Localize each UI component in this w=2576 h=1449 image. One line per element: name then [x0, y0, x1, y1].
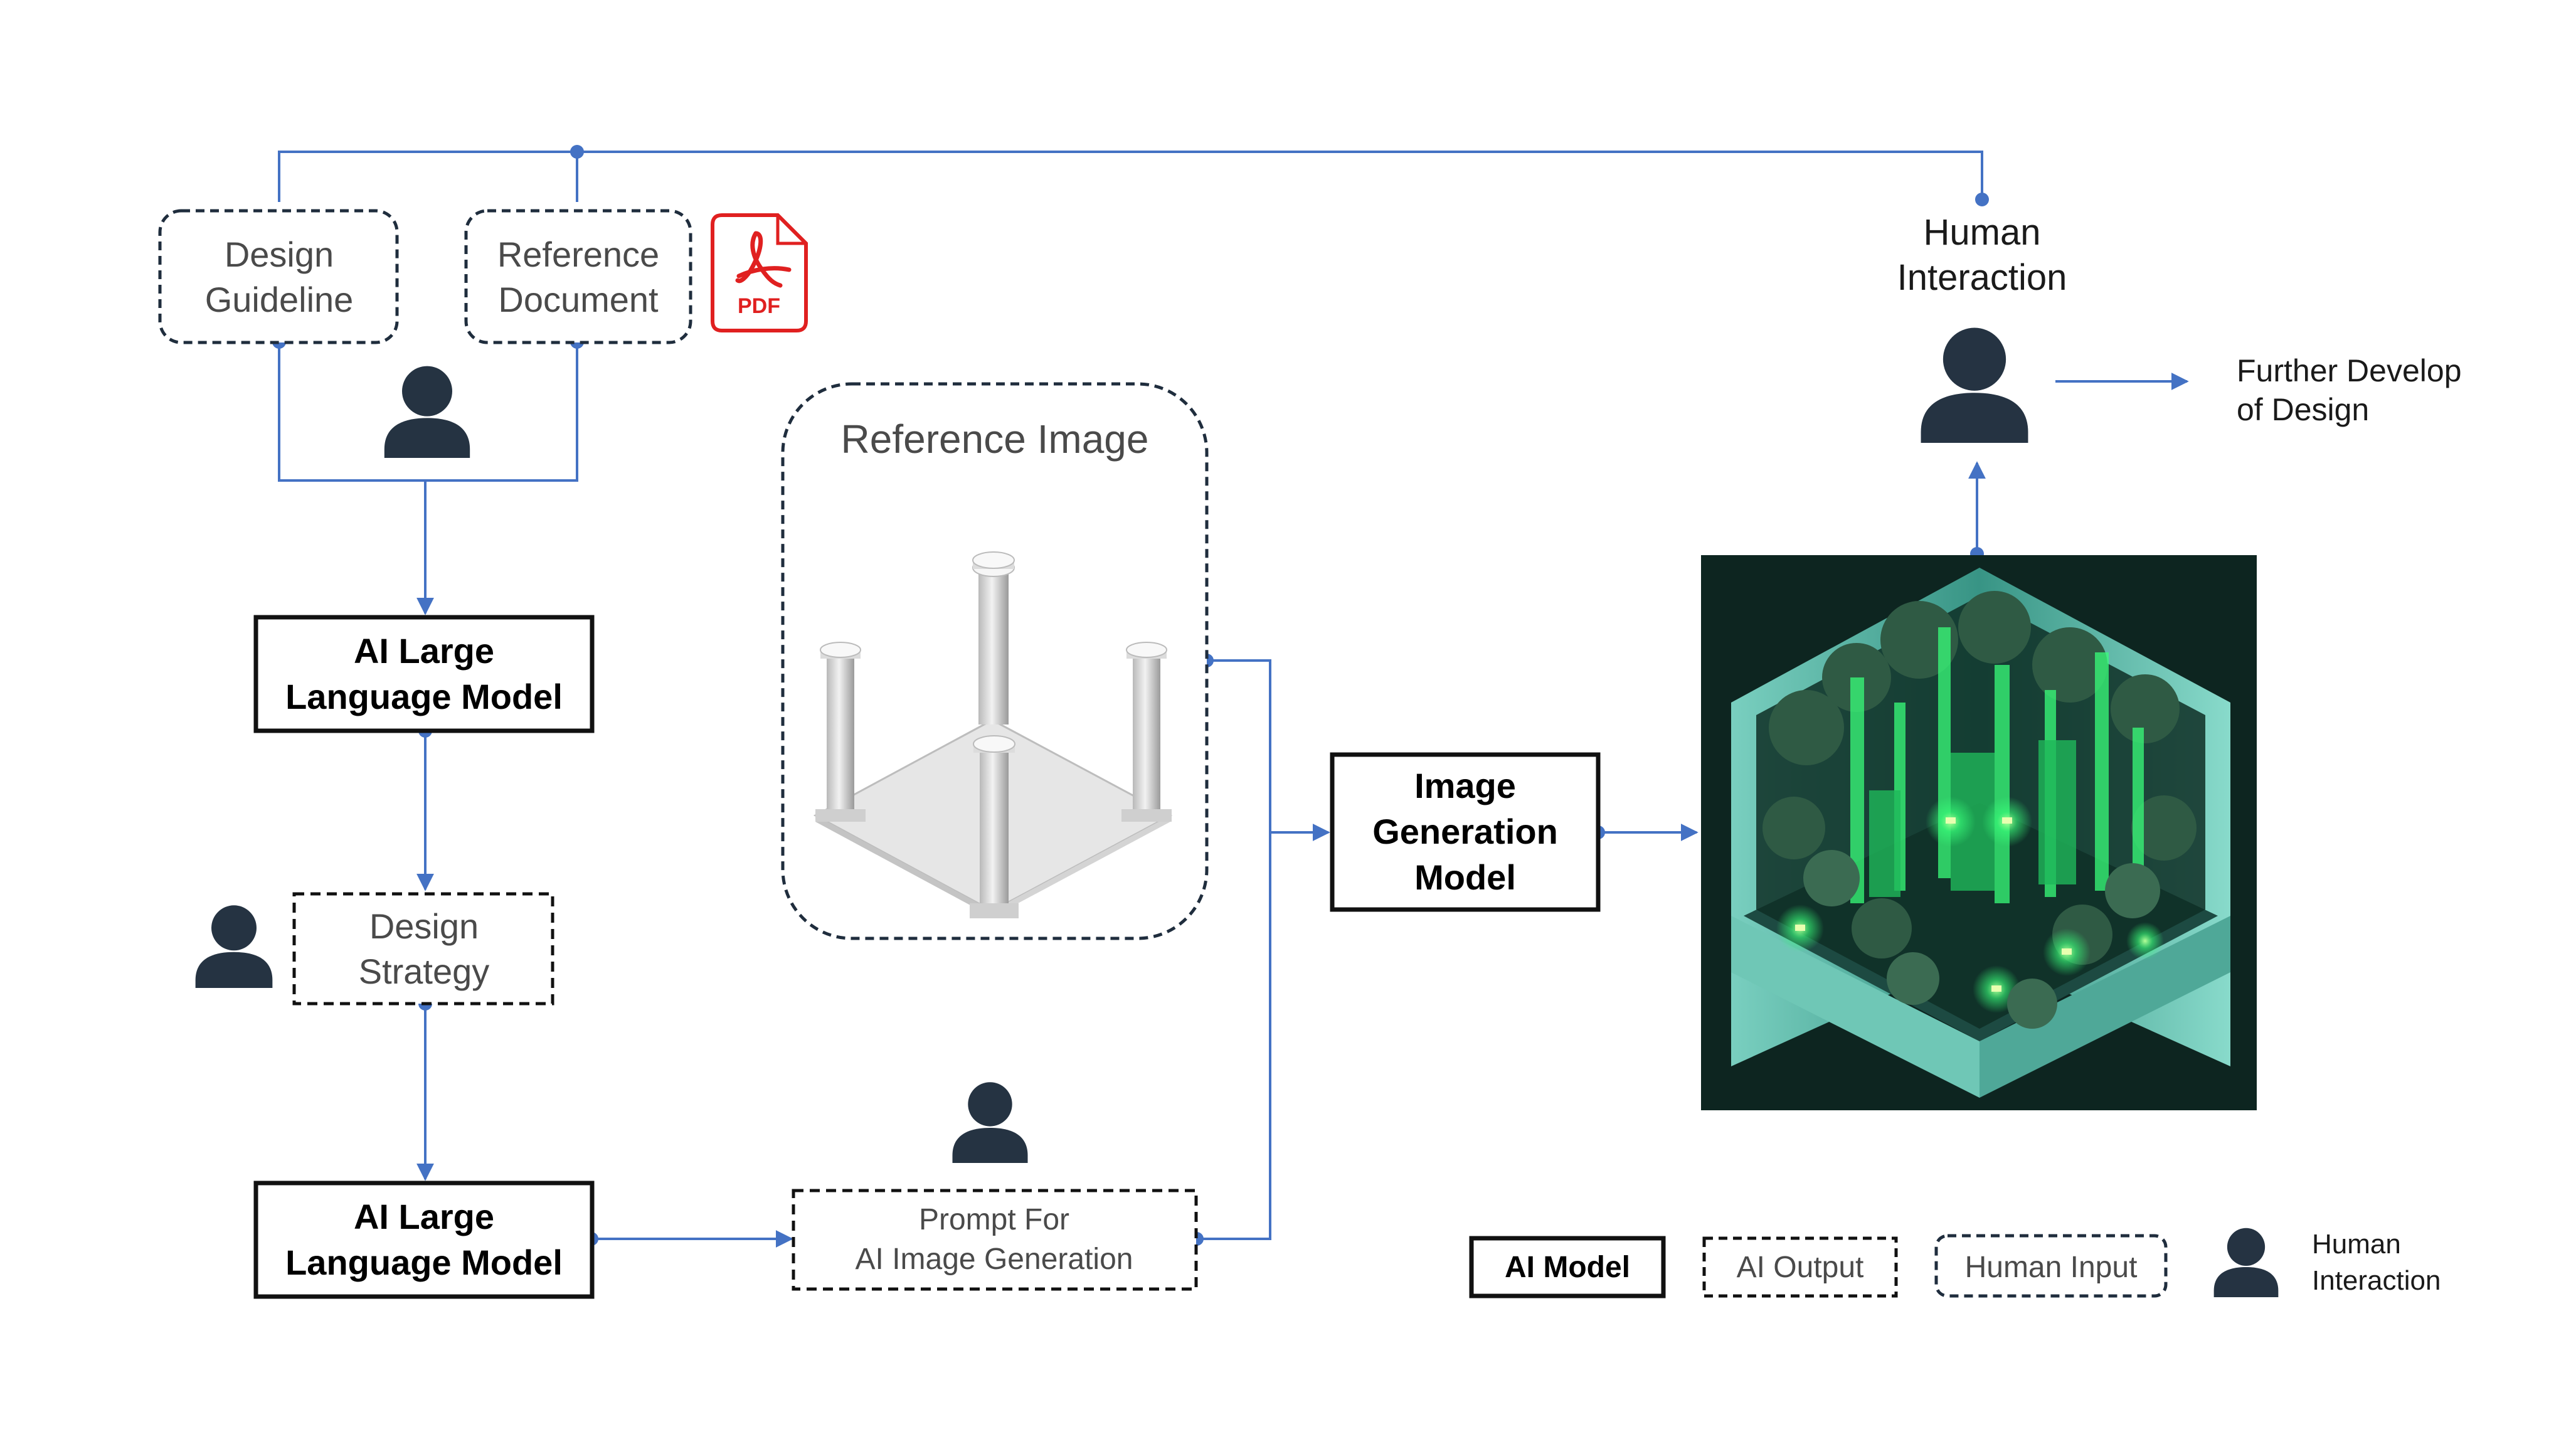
legend-human-input-label: Human Input	[1965, 1251, 2138, 1284]
reference-document-node: Reference Document	[464, 209, 692, 344]
design-guideline-line1: Design	[225, 235, 334, 274]
inputs-merge-line	[278, 342, 578, 482]
llm-bottom-line1: AI Large	[354, 1197, 494, 1236]
prompt-line1: Prompt For	[919, 1203, 1069, 1236]
llm-top-node: AI Large Language Model	[253, 615, 595, 733]
legend-human-interaction-line2: Interaction	[2312, 1265, 2441, 1296]
human-input-icon-1	[384, 366, 470, 458]
human-interaction-line1: Human	[1924, 212, 2041, 253]
llm-top-line1: AI Large	[354, 631, 494, 671]
design-strategy-line1: Design	[369, 906, 479, 946]
reference-image-node: Reference Image	[781, 382, 1209, 940]
pdf-icon-label: PDF	[738, 294, 780, 318]
prompt-up-line	[1197, 659, 1271, 1240]
generated-render-image	[1701, 555, 2257, 1110]
image-generation-line1: Image	[1414, 766, 1516, 805]
human-input-icon-2	[195, 905, 273, 988]
pdf-icon: PDF	[711, 213, 808, 332]
image-generation-model-node: Image Generation Model	[1330, 752, 1601, 912]
further-develop-label: Further Develop of Design	[2237, 353, 2462, 427]
llm-bottom-node: AI Large Language Model	[253, 1181, 595, 1299]
design-guideline-node: Design Guideline	[158, 209, 399, 344]
legend: AI Model AI Output Human Input Human Int…	[1469, 1229, 2441, 1298]
connectors	[278, 151, 2189, 1248]
design-strategy-node: Design Strategy	[292, 892, 554, 1006]
human-interaction-label: Human Interaction	[1897, 212, 2067, 298]
llm-bottom-line2: Language Model	[285, 1243, 563, 1282]
reference-document-line1: Reference	[497, 235, 659, 274]
design-guideline-line2: Guideline	[205, 280, 354, 319]
reference-image-title: Reference Image	[841, 417, 1149, 462]
further-develop-line2: of Design	[2237, 392, 2369, 427]
legend-ai-model-label: AI Model	[1505, 1251, 1630, 1284]
legend-ai-output-label: AI Output	[1737, 1251, 1864, 1284]
human-interaction-line2: Interaction	[1897, 257, 2067, 298]
image-generation-line3: Model	[1414, 857, 1516, 897]
reference-image-model	[813, 551, 1173, 918]
design-strategy-line2: Strategy	[359, 952, 490, 991]
legend-ai-output-box	[1702, 1236, 1898, 1298]
reference-document-line2: Document	[498, 280, 659, 319]
llm-top-line2: Language Model	[285, 677, 563, 716]
prompt-node: Prompt For AI Image Generation	[792, 1189, 1198, 1291]
further-develop-line1: Further Develop	[2237, 353, 2462, 388]
legend-ai-model-box	[1469, 1236, 1666, 1298]
image-generation-line2: Generation	[1372, 812, 1558, 851]
prompt-line2: AI Image Generation	[856, 1243, 1133, 1276]
legend-human-icon	[2213, 1228, 2279, 1297]
human-interaction-icon	[1921, 327, 2028, 443]
feedback-bus-line	[278, 151, 1983, 202]
human-input-icon-3	[952, 1082, 1028, 1163]
legend-human-input-box	[1934, 1234, 2168, 1298]
legend-human-interaction-line1: Human	[2312, 1229, 2401, 1260]
